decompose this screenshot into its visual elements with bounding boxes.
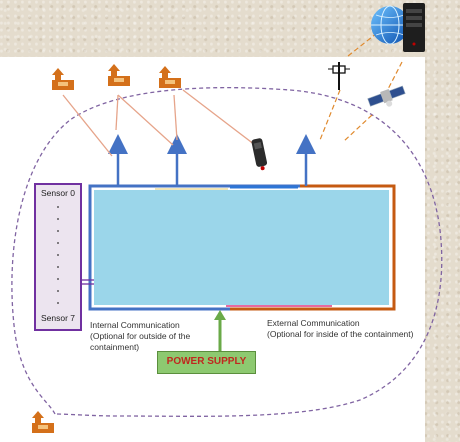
external-border — [230, 184, 396, 311]
antenna-mast-icon — [328, 62, 350, 90]
sensor-connector — [81, 279, 94, 285]
internal-communication-label: Internal Communication (Optional for out… — [90, 320, 240, 353]
person-icon — [52, 68, 74, 90]
person-icon — [32, 411, 54, 433]
globe-icon — [371, 5, 409, 45]
external-communication-note: (Optional for inside of the containment) — [267, 329, 414, 339]
internal-border — [88, 184, 300, 311]
server-icon — [403, 3, 425, 52]
power-supply-box: POWER SUPPLY — [157, 351, 256, 374]
external-communication-label: External Communication (Optional for ins… — [267, 318, 417, 340]
wireless-lines — [319, 32, 403, 143]
sensor-last-label: Sensor 7 — [40, 313, 76, 323]
satellite-icon — [367, 85, 406, 107]
connection-lines — [62, 89, 256, 157]
sensor-panel — [34, 183, 82, 331]
containment-boundary — [11, 87, 443, 417]
sensor-first-label: Sensor 0 — [40, 188, 76, 198]
external-communication-title: External Communication — [267, 318, 360, 328]
power-arrowhead — [214, 310, 226, 320]
containment-area — [94, 190, 389, 305]
internal-communication-note: (Optional for outside of the containment… — [90, 331, 191, 352]
person-icon — [108, 64, 130, 86]
radio-device-icon — [251, 138, 268, 171]
sensor-dots — [57, 206, 59, 304]
person-icon — [159, 66, 181, 88]
internal-communication-title: Internal Communication — [90, 320, 180, 330]
